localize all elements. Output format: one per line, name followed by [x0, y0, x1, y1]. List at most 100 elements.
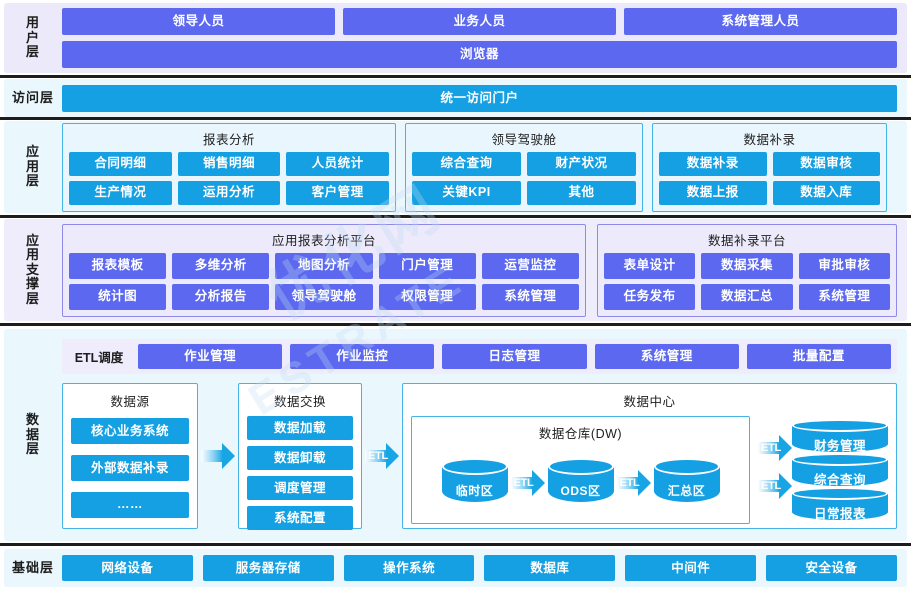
- base-btn-security-equipment[interactable]: 安全设备: [766, 555, 897, 581]
- base-btn-middleware[interactable]: 中间件: [625, 555, 757, 581]
- sup-btn-map-analysis[interactable]: 地图分析: [275, 252, 373, 279]
- sup-btn-report-template[interactable]: 报表模板: [69, 252, 167, 279]
- etl-btn-job-management[interactable]: 作业管理: [138, 344, 283, 369]
- app-btn-property-status[interactable]: 财产状况: [527, 151, 636, 176]
- sup-btn-multidim-analysis[interactable]: 多维分析: [172, 252, 270, 279]
- arrow-etl-ods-to-summary-icon: ETL: [616, 469, 651, 496]
- app-btn-sales-detail[interactable]: 销售明细: [177, 151, 281, 176]
- etl-btn-batch-config[interactable]: 批量配置: [746, 344, 892, 369]
- sup-btn-portal-management[interactable]: 门户管理: [378, 252, 476, 279]
- arrow-etl-label-5: ETL: [761, 480, 781, 492]
- group-report-platform-grid: 报表模板 多维分析 地图分析 门户管理 运营监控 统计图 分析报告 领导驾驶舱 …: [69, 252, 580, 310]
- base-btn-database[interactable]: 数据库: [484, 555, 616, 581]
- user-layer-label: 用 户 层: [25, 15, 40, 60]
- arrow-etl-label-2: ETL: [513, 476, 534, 489]
- group-leader-cockpit-grid: 综合查询 财产状况 关键KPI 其他: [412, 151, 636, 205]
- support-layer-body: 应用报表分析平台 报表模板 多维分析 地图分析 门户管理 运营监控 统计图 分析…: [62, 223, 907, 317]
- separator-3: [0, 215, 911, 218]
- app-btn-comprehensive-query[interactable]: 综合查询: [412, 151, 521, 176]
- arrow-source-to-exchange-icon: [201, 443, 235, 469]
- sup-btn-form-design[interactable]: 表单设计: [604, 252, 696, 279]
- arrow-etl-exchange-to-center-icon: ETL: [365, 443, 399, 469]
- data-warehouse-box: 数据仓库(DW) 临时区 ETL: [411, 416, 750, 524]
- base-layer-band: 基础层 网络设备 服务器存储 操作系统 数据库 中间件 安全设备: [4, 549, 907, 587]
- separator-5: [0, 543, 911, 546]
- app-btn-data-warehousing[interactable]: 数据入库: [772, 180, 880, 205]
- app-btn-data-audit[interactable]: 数据审核: [772, 151, 880, 176]
- sup-btn-statistical-chart[interactable]: 统计图: [69, 283, 167, 310]
- sup-btn-data-collection[interactable]: 数据采集: [701, 252, 793, 279]
- separator-1: [0, 75, 911, 78]
- source-btn-core-business-system[interactable]: 核心业务系统: [71, 418, 189, 445]
- cylinder-staging-zone-label: 临时区: [455, 483, 494, 498]
- app-btn-contract-detail[interactable]: 合同明细: [69, 151, 172, 176]
- application-layer-band: 应 用 层 报表分析 合同明细 销售明细 人员统计 生产情况 运用分析 客户管理…: [4, 121, 907, 213]
- user-role-business[interactable]: 业务人员: [343, 8, 616, 35]
- group-leader-cockpit-title: 领导驾驶舱: [491, 132, 557, 147]
- sup-btn-analysis-report[interactable]: 分析报告: [172, 283, 270, 310]
- cylinder-ods-zone: ODS区: [547, 457, 614, 508]
- data-pipeline: 数据源 核心业务系统 外部数据补录 …… 数据交换 数据加载: [62, 383, 897, 530]
- base-btn-operating-system[interactable]: 操作系统: [343, 555, 475, 581]
- base-btn-network-equipment[interactable]: 网络设备: [62, 555, 193, 581]
- browser-bar[interactable]: 浏览器: [62, 41, 897, 68]
- etl-btn-log-management[interactable]: 日志管理: [442, 344, 587, 369]
- panel-data-source-title: 数据源: [110, 395, 150, 409]
- separator-2: [0, 117, 911, 120]
- arrow-etl-label-3: ETL: [619, 476, 640, 489]
- sup-btn-data-summary[interactable]: 数据汇总: [701, 283, 793, 310]
- cylinder-comprehensive-query[interactable]: 综合查询: [792, 453, 888, 487]
- app-btn-production-status[interactable]: 生产情况: [69, 180, 172, 205]
- cylinder-daily-report-label: 日常报表: [813, 507, 866, 521]
- group-report-platform-title: 应用报表分析平台: [271, 233, 376, 248]
- app-btn-staff-stats[interactable]: 人员统计: [286, 151, 390, 176]
- exchange-btn-schedule-management[interactable]: 调度管理: [247, 476, 353, 500]
- group-entry-platform: 数据补录平台 表单设计 数据采集 审批审核 任务发布 数据汇总 系统管理: [597, 223, 897, 317]
- access-layer-band: 访问层 统一访问门户: [4, 79, 907, 117]
- access-layer-body: 统一访问门户: [62, 84, 907, 112]
- arrow-source-to-exchange-container: [198, 383, 238, 529]
- etl-btn-system-management[interactable]: 系统管理: [594, 344, 739, 369]
- etl-btn-job-monitoring[interactable]: 作业监控: [290, 344, 435, 369]
- base-btn-server-storage[interactable]: 服务器存储: [202, 555, 334, 581]
- user-role-sysadmin[interactable]: 系统管理人员: [624, 8, 897, 35]
- sup-btn-leader-cockpit[interactable]: 领导驾驶舱: [275, 283, 373, 310]
- app-btn-data-entry[interactable]: 数据补录: [659, 151, 767, 176]
- support-layer-label: 应 用 支 撑 层: [25, 232, 40, 306]
- source-btn-ellipsis[interactable]: ……: [71, 491, 189, 518]
- group-data-entry: 数据补录 数据补录 数据审核 数据上报 数据入库: [652, 122, 887, 212]
- arrow-etl-staging-to-ods-icon: ETL: [510, 469, 545, 496]
- cylinder-comprehensive-query-label: 综合查询: [813, 473, 866, 487]
- panel-data-exchange-title: 数据交换: [273, 395, 326, 409]
- source-btn-external-data-entry[interactable]: 外部数据补录: [71, 454, 189, 481]
- group-report-platform: 应用报表分析平台 报表模板 多维分析 地图分析 门户管理 运营监控 统计图 分析…: [62, 223, 586, 317]
- sup-btn-permission-management[interactable]: 权限管理: [378, 283, 476, 310]
- exchange-btn-data-load[interactable]: 数据加载: [247, 416, 353, 440]
- application-layer-body: 报表分析 合同明细 销售明细 人员统计 生产情况 运用分析 客户管理 领导驾驶舱…: [62, 122, 907, 212]
- sup-btn-system-management-2[interactable]: 系统管理: [798, 283, 890, 310]
- sup-btn-operation-monitoring[interactable]: 运营监控: [481, 252, 580, 279]
- app-btn-operation-analysis[interactable]: 运用分析: [177, 180, 281, 205]
- etl-schedule-label: ETL调度: [74, 351, 124, 365]
- panel-data-center-title: 数据中心: [623, 395, 676, 409]
- user-role-leader[interactable]: 领导人员: [62, 8, 335, 35]
- arrow-etl-to-outputs-top-icon: ETL: [758, 435, 792, 461]
- panel-data-source: 数据源 核心业务系统 外部数据补录 ……: [62, 383, 198, 529]
- data-layer-label: 数 据 层: [25, 412, 40, 457]
- sup-btn-task-publish[interactable]: 任务发布: [604, 283, 696, 310]
- group-report-analysis-title: 报表分析: [202, 132, 255, 147]
- cylinder-finance-management[interactable]: 财务管理: [792, 419, 888, 453]
- sup-btn-system-management[interactable]: 系统管理: [481, 283, 580, 310]
- cylinder-daily-report[interactable]: 日常报表: [792, 487, 888, 521]
- cylinder-summary-zone-label: 汇总区: [667, 483, 706, 498]
- app-btn-customer-management[interactable]: 客户管理: [286, 180, 390, 205]
- unified-portal-bar[interactable]: 统一访问门户: [62, 84, 897, 112]
- exchange-btn-system-config[interactable]: 系统配置: [247, 506, 353, 530]
- arrow-ods-to-summary-container: ETL: [614, 469, 654, 496]
- app-btn-other[interactable]: 其他: [527, 180, 636, 205]
- app-btn-data-report[interactable]: 数据上报: [659, 180, 767, 205]
- app-btn-key-kpi[interactable]: 关键KPI: [412, 180, 521, 205]
- sup-btn-approval-audit[interactable]: 审批审核: [798, 252, 890, 279]
- exchange-btn-data-unload[interactable]: 数据卸载: [247, 446, 353, 470]
- cylinder-staging-zone: 临时区: [441, 457, 508, 508]
